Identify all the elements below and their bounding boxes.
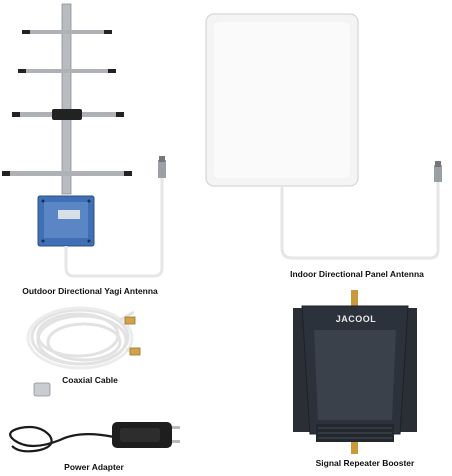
caption-coaxial-cable: Coaxial Cable xyxy=(62,375,118,385)
coaxial-cable xyxy=(26,306,139,370)
coax-connectors xyxy=(33,316,141,397)
panel-antenna xyxy=(205,13,442,260)
caption-yagi-antenna: Outdoor Directional Yagi Antenna xyxy=(22,286,158,296)
caption-panel-antenna: Indoor Directional Panel Antenna xyxy=(290,269,424,279)
caption-power-adapter: Power Adapter xyxy=(64,462,124,472)
signal-booster xyxy=(293,290,417,454)
caption-signal-booster: Signal Repeater Booster xyxy=(315,458,415,468)
yagi-antenna xyxy=(2,3,166,278)
booster-brand-label: JACOOL xyxy=(335,314,377,324)
power-adapter xyxy=(9,422,180,453)
